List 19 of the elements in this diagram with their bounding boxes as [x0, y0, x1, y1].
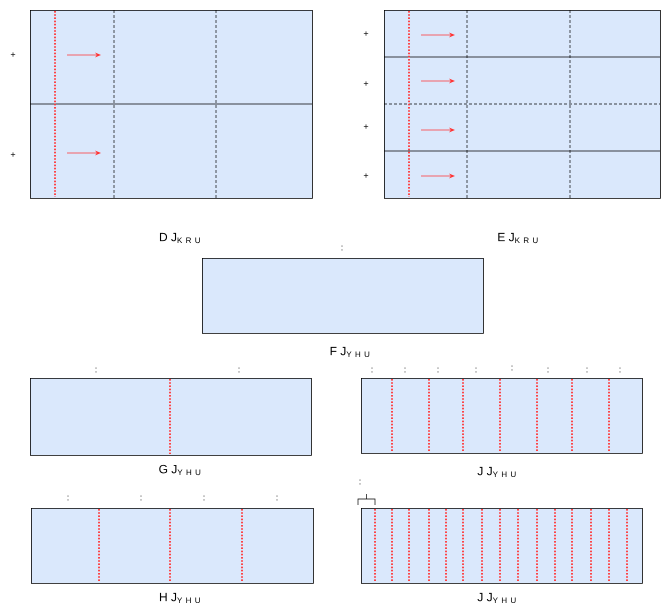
plus-sign: + — [364, 31, 368, 36]
panel-caption: $\mathrm{J\ J}_{\mathrm{Y\ H\ U}}$ — [478, 466, 516, 478]
panel-box — [30, 10, 313, 199]
panel-caption: $\mathrm{D\ J}_{\mathrm{K\ R\ U}}$ — [160, 232, 200, 244]
panel-caption: $\mathrm{J\ J}_{\mathrm{Y\ H\ U}}$ — [478, 592, 516, 604]
panel-caption: $\mathrm{E\ J}_{\mathrm{K\ R\ U}}$ — [498, 232, 538, 244]
plus-sign: + — [10, 52, 16, 57]
colon-mark: : — [140, 496, 142, 500]
panel-caption: $\mathrm{H\ J}_{\mathrm{Y\ H\ U}}$ — [160, 592, 200, 604]
plus-sign: + — [364, 124, 368, 129]
colon-mark: : — [586, 368, 588, 372]
colon-mark: : — [404, 368, 406, 372]
plus-sign: + — [364, 81, 368, 86]
panel-caption: $\mathrm{F\ J}_{\mathrm{Y\ H\ U}}$ — [330, 346, 370, 358]
plus-sign: + — [364, 173, 368, 178]
plus-sign: + — [10, 152, 16, 157]
colon-mark: : — [276, 496, 278, 500]
colon-mark: : — [238, 368, 240, 372]
panel-caption: $\mathrm{G\ J}_{\mathrm{Y\ H\ U}}$ — [159, 464, 200, 476]
